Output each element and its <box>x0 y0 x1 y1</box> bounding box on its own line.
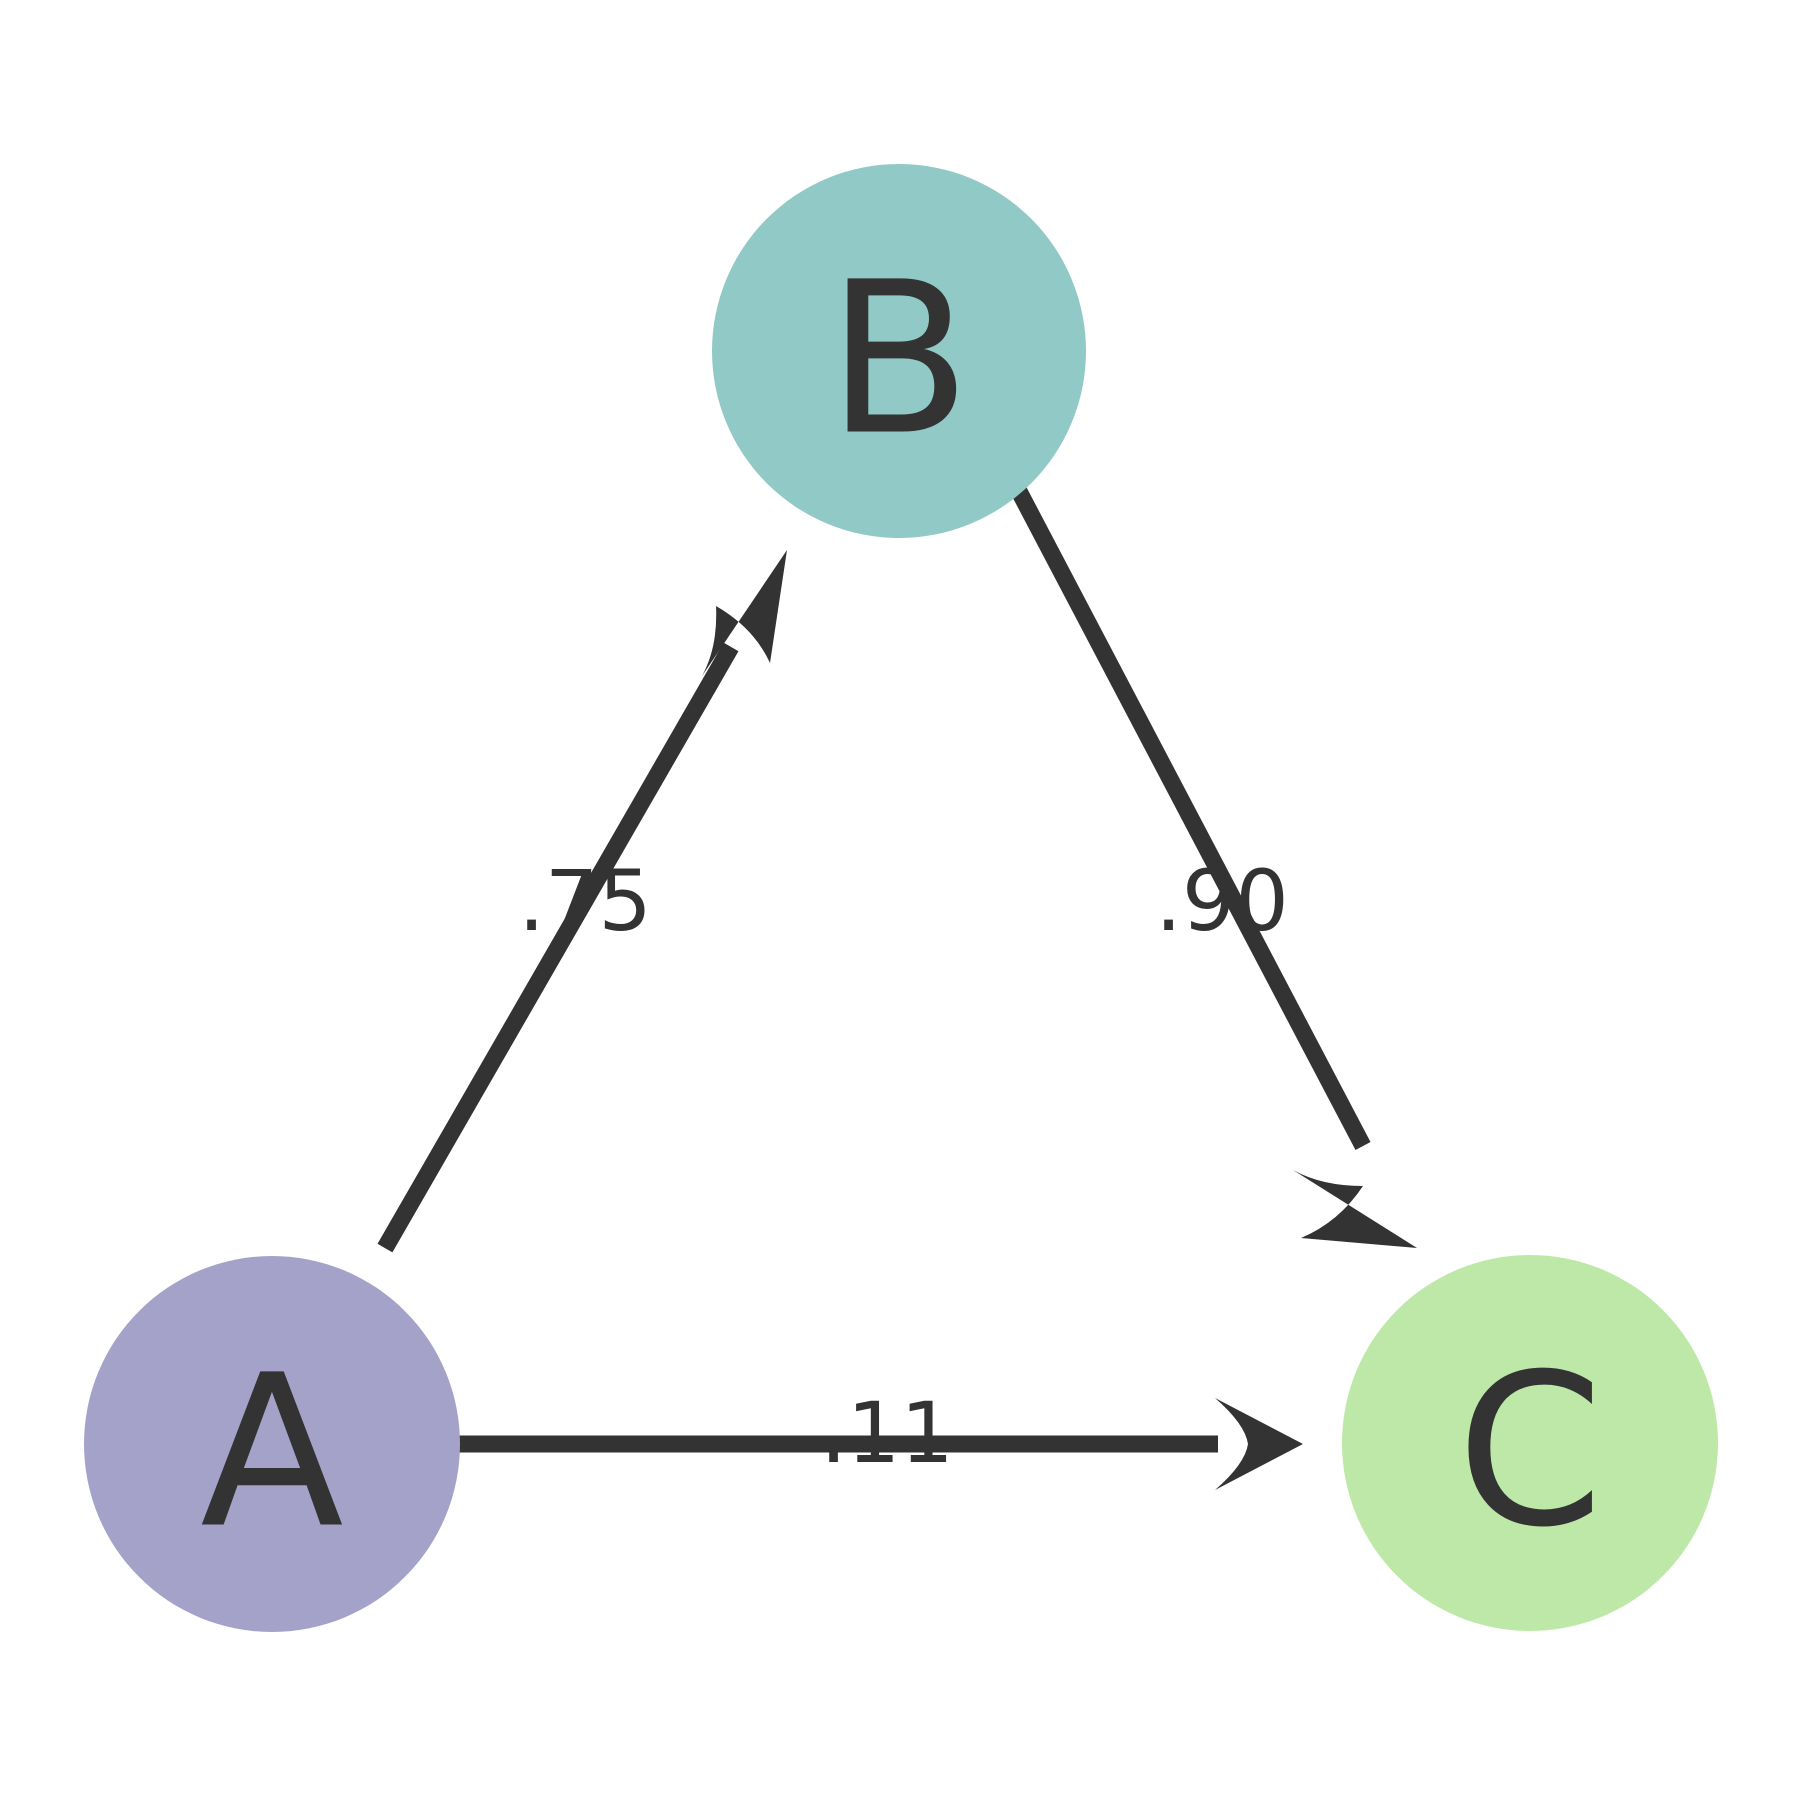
edge-a-to-b-arrowhead <box>702 550 787 676</box>
edge-label-a-to-b: .75 <box>518 852 652 950</box>
edge-b-to-c-shaft <box>1004 474 1371 1150</box>
node-a-label: A <box>200 1330 344 1575</box>
node-b-circle[interactable] <box>712 164 1086 538</box>
edges-layer <box>377 474 1417 1490</box>
node-a-circle[interactable] <box>84 1256 460 1632</box>
nodes-layer: A B C <box>84 164 1718 1632</box>
node-c-label: C <box>1457 1329 1604 1574</box>
edge-b-to-c[interactable] <box>1004 474 1417 1248</box>
edge-labels-layer: .75 .90 .11 <box>518 852 1289 1482</box>
node-a[interactable]: A <box>84 1256 460 1632</box>
node-b-label: B <box>827 237 971 482</box>
edge-label-a-to-c: .11 <box>820 1384 954 1482</box>
node-c[interactable]: C <box>1342 1255 1718 1631</box>
edge-b-to-c-arrowhead <box>1293 1170 1417 1248</box>
edge-label-b-to-c: .90 <box>1155 852 1289 950</box>
edge-a-to-c[interactable] <box>437 1398 1303 1490</box>
edge-a-to-c-arrowhead <box>1215 1398 1303 1490</box>
node-c-circle[interactable] <box>1342 1255 1718 1631</box>
node-b[interactable]: B <box>712 164 1086 538</box>
edge-a-to-b[interactable] <box>377 550 787 1253</box>
edge-a-to-b-shaft <box>377 642 739 1253</box>
